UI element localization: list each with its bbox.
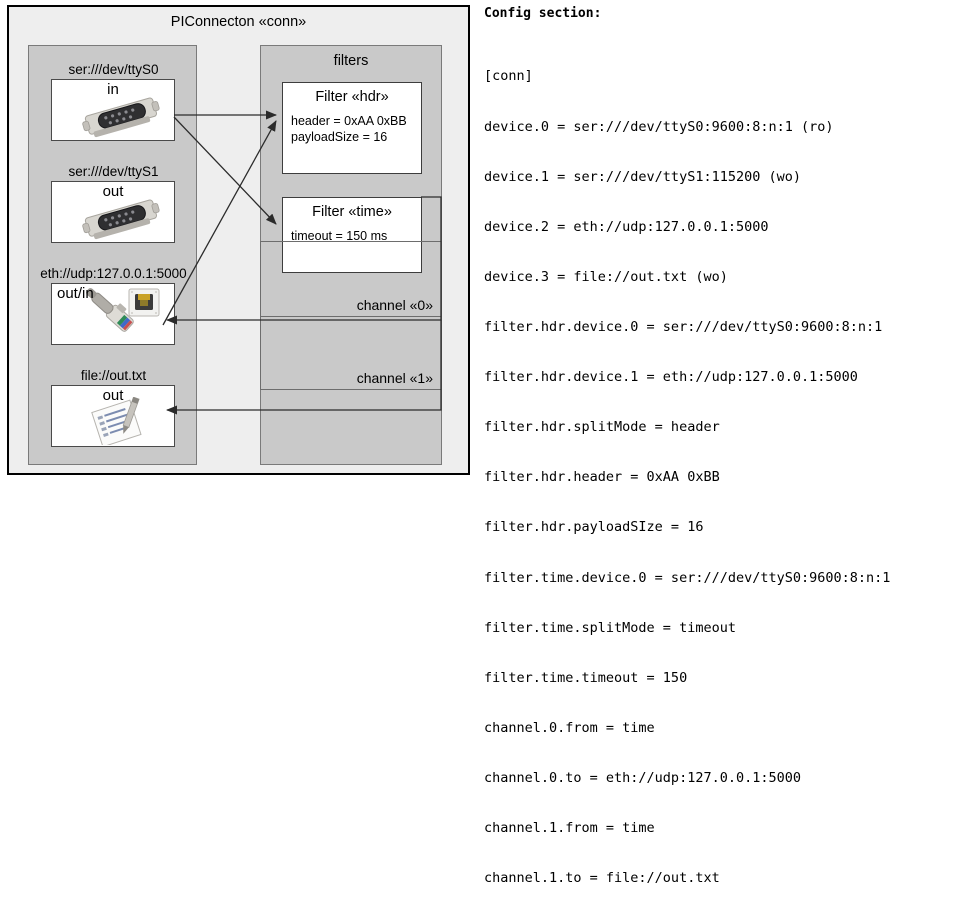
config-heading: Config section: <box>484 6 602 21</box>
config-line: filter.hdr.payloadSIze = 16 <box>484 519 704 536</box>
device-box-file[interactable]: out <box>51 385 175 447</box>
config-line: channel.0.from = time <box>484 719 655 736</box>
device-group-eth: eth://udp:127.0.0.1:5000 out/in <box>29 264 198 345</box>
device-label: ser:///dev/ttyS0 <box>68 62 159 77</box>
config-section: Config section: [conn] device.0 = ser://… <box>482 6 960 920</box>
device-box-ttyS0[interactable]: in <box>51 79 175 141</box>
filters-panel: filters Filter «hdr» header = 0xAA 0xBB … <box>260 45 442 465</box>
device-direction: out <box>102 387 124 404</box>
device-label: eth://udp:127.0.0.1:5000 <box>40 266 187 281</box>
serial-port-icon <box>80 192 166 240</box>
config-line: channel.1.from = time <box>484 820 655 837</box>
config-line: filter.time.splitMode = timeout <box>484 619 736 636</box>
config-line: device.1 = ser:///dev/ttyS1:115200 (wo) <box>484 168 801 185</box>
devices-panel: ser:///dev/ttyS0 in <box>28 45 197 465</box>
filter-title: Filter «time» <box>312 204 392 220</box>
filter-attrs: header = 0xAA 0xBB payloadSize = 16 <box>291 113 421 145</box>
channel-region-1: channel «1» <box>260 316 442 390</box>
piconnecton-container: PIConnecton «conn» ser:///dev/ttyS0 in <box>7 5 470 475</box>
diagram-root: PIConnecton «conn» ser:///dev/ttyS0 in <box>7 5 890 886</box>
ethernet-icon <box>76 288 170 344</box>
config-line: device.2 = eth://udp:127.0.0.1:5000 <box>484 218 769 235</box>
config-line: filter.hdr.device.0 = ser:///dev/ttyS0:9… <box>484 318 883 335</box>
filter-attr: header = 0xAA 0xBB <box>291 114 407 128</box>
config-line: filter.time.device.0 = ser:///dev/ttyS0:… <box>484 569 891 586</box>
device-group-file: file://out.txt out <box>38 366 189 447</box>
config-line: device.3 = file://out.txt (wo) <box>484 268 728 285</box>
config-line: channel.1.to = file://out.txt <box>484 870 720 887</box>
filter-box-hdr[interactable]: Filter «hdr» header = 0xAA 0xBB payloadS… <box>282 82 422 174</box>
channel-region-0: channel «0» <box>260 241 442 317</box>
device-box-ttyS1[interactable]: out <box>51 181 175 243</box>
device-label: ser:///dev/ttyS1 <box>68 164 159 179</box>
config-line: filter.hdr.splitMode = header <box>484 419 720 436</box>
config-line: channel.0.to = eth://udp:127.0.0.1:5000 <box>484 769 801 786</box>
config-line: filter.time.timeout = 150 <box>484 669 688 686</box>
config-line: filter.hdr.header = 0xAA 0xBB <box>484 469 720 486</box>
device-group-ttyS1: ser:///dev/ttyS1 out <box>38 162 189 243</box>
device-direction: out <box>102 183 124 200</box>
device-label: file://out.txt <box>80 368 147 383</box>
filters-panel-title: filters <box>333 53 369 69</box>
document-pen-icon <box>88 396 160 446</box>
device-direction: out/in <box>57 285 94 302</box>
channel-label: channel «0» <box>356 297 433 313</box>
filter-attr: payloadSize = 16 <box>291 130 388 144</box>
filter-title: Filter «hdr» <box>315 89 389 105</box>
serial-port-icon <box>80 90 166 138</box>
device-group-ttyS0: ser:///dev/ttyS0 in <box>38 60 189 141</box>
device-direction: in <box>107 81 119 98</box>
page-title: PIConnecton «conn» <box>170 14 307 30</box>
config-line: filter.hdr.device.1 = eth://udp:127.0.0.… <box>484 369 858 386</box>
device-box-eth[interactable]: out/in <box>51 283 175 345</box>
config-line: [conn] <box>484 68 533 85</box>
channel-label: channel «1» <box>356 370 433 386</box>
config-lines: [conn] device.0 = ser:///dev/ttyS0:9600:… <box>484 35 960 920</box>
config-line: device.0 = ser:///dev/ttyS0:9600:8:n:1 (… <box>484 118 834 135</box>
